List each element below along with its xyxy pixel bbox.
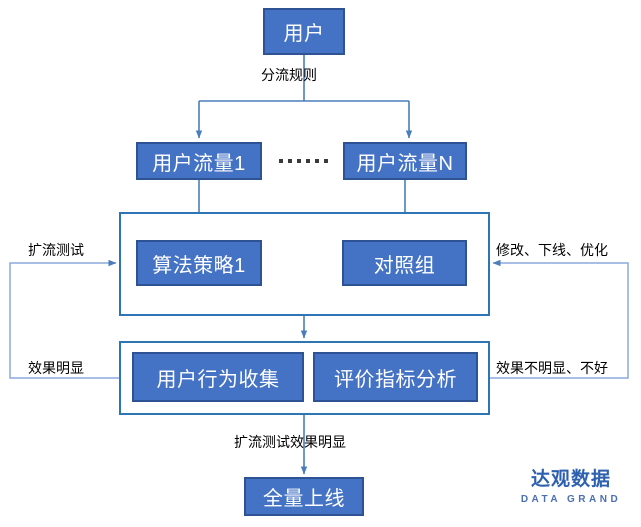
edge-label-effect-obvious: 效果明显	[28, 360, 84, 376]
node-control-group[interactable]: 对照组	[342, 240, 467, 286]
node-control-group-label: 对照组	[373, 254, 436, 277]
node-metric-analysis[interactable]: 评价指标分析	[313, 352, 478, 402]
edge-label-modify-offline-optimize: 修改、下线、优化	[496, 242, 608, 258]
edge-label-expand-test: 扩流测试	[28, 242, 84, 258]
node-metric-analysis-label: 评价指标分析	[334, 368, 457, 391]
brand-logo: 达观数据 DATA GRAND	[511, 469, 631, 505]
node-behavior-collect[interactable]: 用户行为收集	[132, 352, 304, 402]
node-strategy-1[interactable]: 算法策略1	[136, 240, 262, 286]
edge-label-split-rule: 分流规则	[261, 67, 317, 83]
dot	[297, 159, 301, 163]
node-traffic-n-label: 用户流量N	[356, 152, 454, 175]
node-user[interactable]: 用户	[263, 8, 345, 55]
dot	[279, 159, 283, 163]
node-traffic-1-label: 用户流量1	[152, 152, 246, 175]
brand-logo-en: DATA GRAND	[520, 493, 622, 505]
edge-label-expand-test-effect-obvious: 扩流测试效果明显	[234, 434, 346, 450]
node-traffic-n[interactable]: 用户流量N	[343, 142, 467, 180]
edge-left-feedback-loop	[9, 259, 119, 379]
node-full-launch-label: 全量上线	[263, 488, 345, 510]
dot	[306, 159, 310, 163]
node-full-launch[interactable]: 全量上线	[244, 477, 364, 516]
edge-right-feedback-loop	[490, 259, 629, 379]
edge-user-to-split	[195, 55, 413, 139]
brand-logo-cn: 达观数据	[530, 469, 611, 490]
edge-label-effect-not-obvious: 效果不明显、不好	[496, 360, 608, 376]
dot	[324, 159, 328, 163]
dot	[288, 159, 292, 163]
node-behavior-collect-label: 用户行为收集	[156, 368, 280, 391]
node-traffic-1[interactable]: 用户流量1	[136, 142, 262, 180]
ellipsis-dots	[279, 159, 328, 163]
node-user-label: 用户	[283, 23, 325, 45]
node-strategy-1-label: 算法策略1	[152, 254, 246, 277]
dot	[315, 159, 319, 163]
